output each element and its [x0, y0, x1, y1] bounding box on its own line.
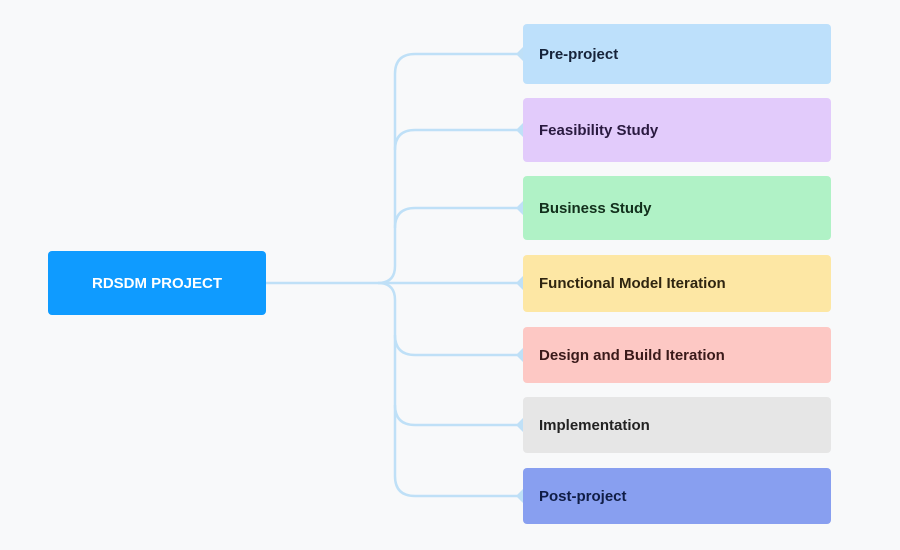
phase-label: Functional Model Iteration	[539, 275, 726, 292]
phase-label: Post-project	[539, 487, 627, 505]
phase-label: Feasibility Study	[539, 121, 659, 139]
connector-business	[393, 206, 523, 229]
phase-label: Implementation	[539, 416, 650, 434]
phase-label: Pre-project	[539, 45, 619, 63]
connector-design	[393, 334, 523, 357]
root-label: RDSDM PROJECT	[91, 274, 222, 292]
connector-feasibility	[393, 128, 523, 151]
phase-node-business-study[interactable]: Business Study	[523, 176, 831, 240]
phase-node-design-and-build-iteration[interactable]: Design and Build Iteration	[523, 327, 831, 383]
phase-node-pre-project[interactable]: Pre-project	[523, 24, 831, 84]
phase-node-post-project[interactable]: Post-project	[523, 468, 831, 524]
connector-implementation	[393, 404, 523, 427]
phase-label: Design and Build Iteration	[539, 346, 725, 364]
phase-label: Business Study	[539, 199, 652, 217]
phase-node-feasibility-study[interactable]: Feasibility Study	[523, 98, 831, 162]
connector-pre-project	[377, 52, 523, 285]
connector-post-project	[377, 281, 523, 498]
phase-node-implementation[interactable]: Implementation	[523, 397, 831, 453]
phase-node-functional-model-iteration[interactable]: Functional Model Iteration	[523, 255, 831, 312]
root-node[interactable]: RDSDM PROJECT	[48, 251, 266, 315]
